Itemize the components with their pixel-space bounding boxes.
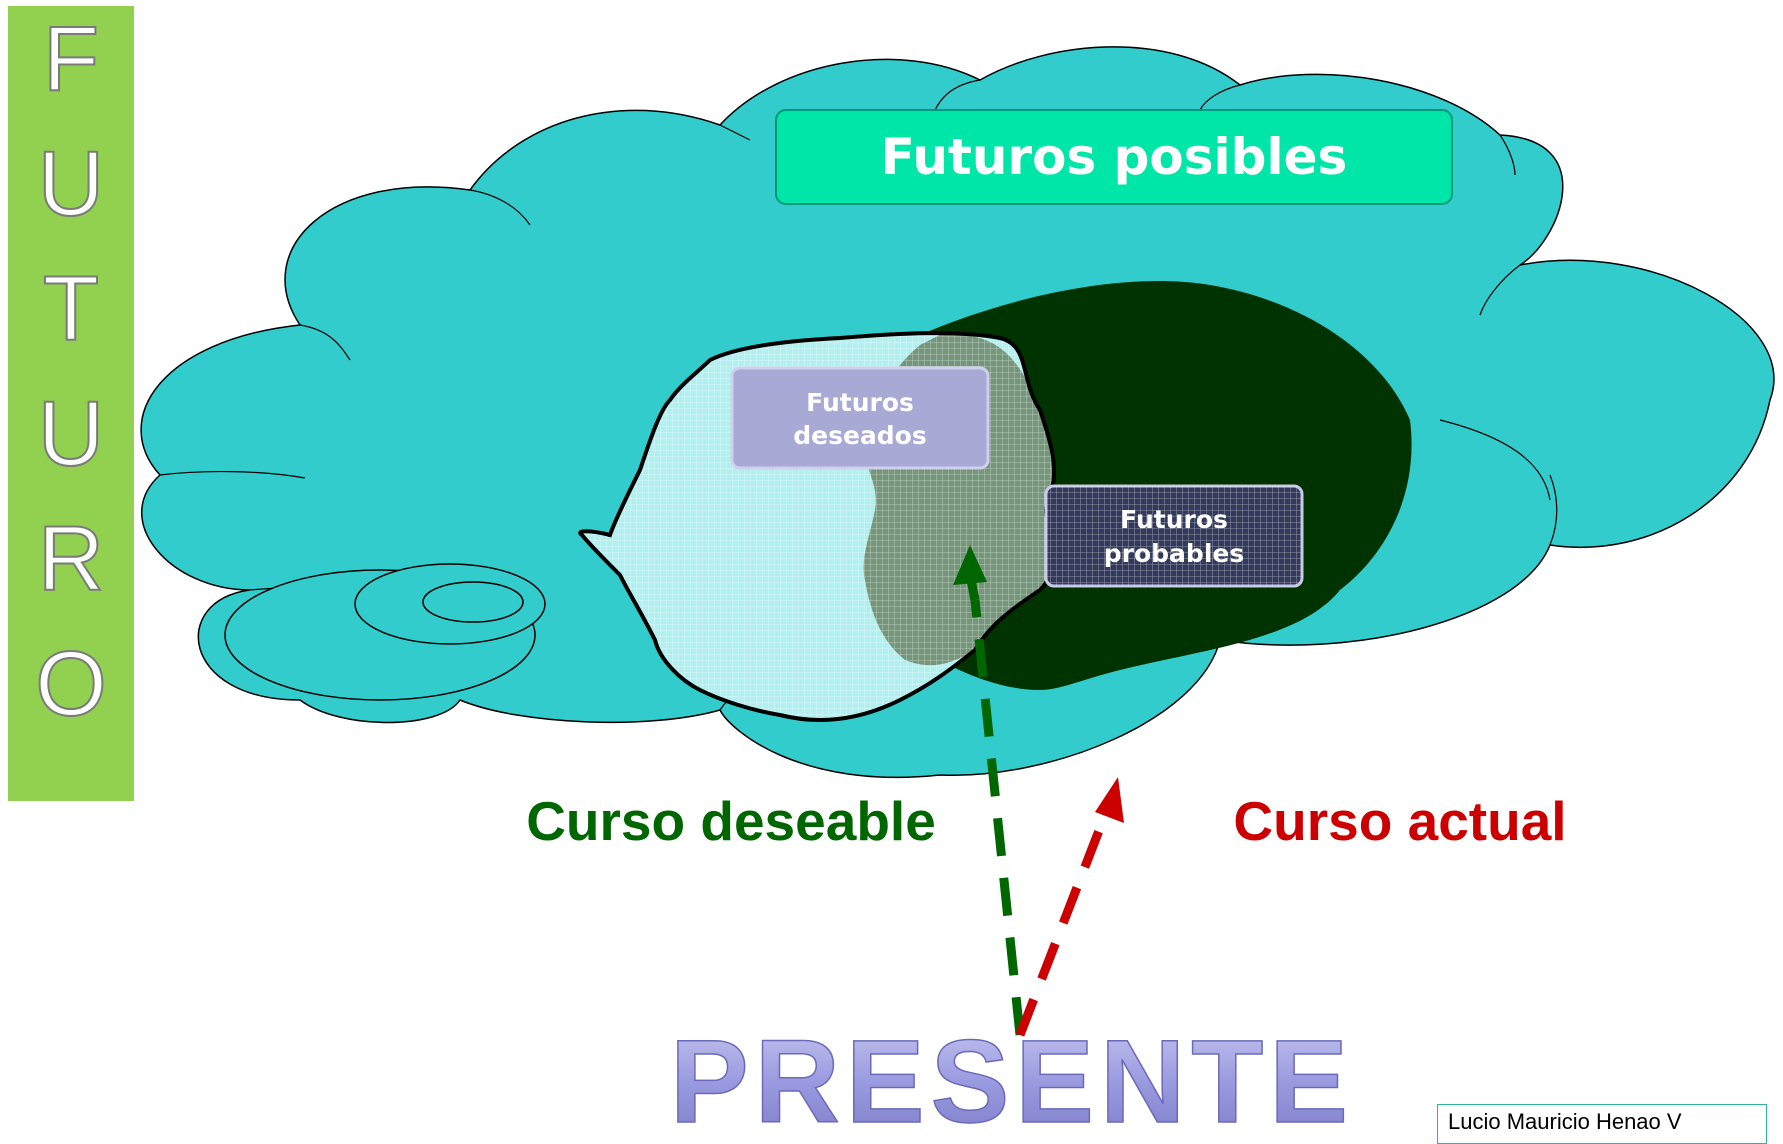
desirable-course-arrow [953,545,1025,1036]
futuro-letter: U [38,383,104,485]
futuro-letter: F [43,8,99,110]
side-bar-background [8,6,134,801]
author-credit-text: Lucio Mauricio Henao V [1448,1109,1682,1134]
desired-futures-box: Futuros deseados [730,366,990,470]
futuro-letter: U [38,133,104,235]
possible-futures-title-box: Futuros posibles [775,109,1453,205]
current-course-label: Curso actual [1233,790,1566,852]
author-credit: Lucio Mauricio Henao V [1437,1104,1767,1144]
probable-futures-line2: probables [1104,539,1244,568]
desired-futures-line2: deseados [793,421,927,450]
futuro-letter: O [35,633,107,735]
desirable-course-label: Curso deseable [526,790,936,852]
small-cloud-lobes [224,563,546,701]
present-label: PRESENTE [670,1016,1354,1132]
probable-futures-box: Futuros probables [1044,484,1304,588]
desired-futures-line1: Futuros [806,388,914,417]
futuro-letter: R [38,508,104,610]
futuro-letter: T [43,258,99,360]
possible-futures-title: Futuros posibles [881,128,1348,186]
probable-futures-line1: Futuros [1120,505,1228,534]
current-course-arrow [1015,777,1124,1037]
